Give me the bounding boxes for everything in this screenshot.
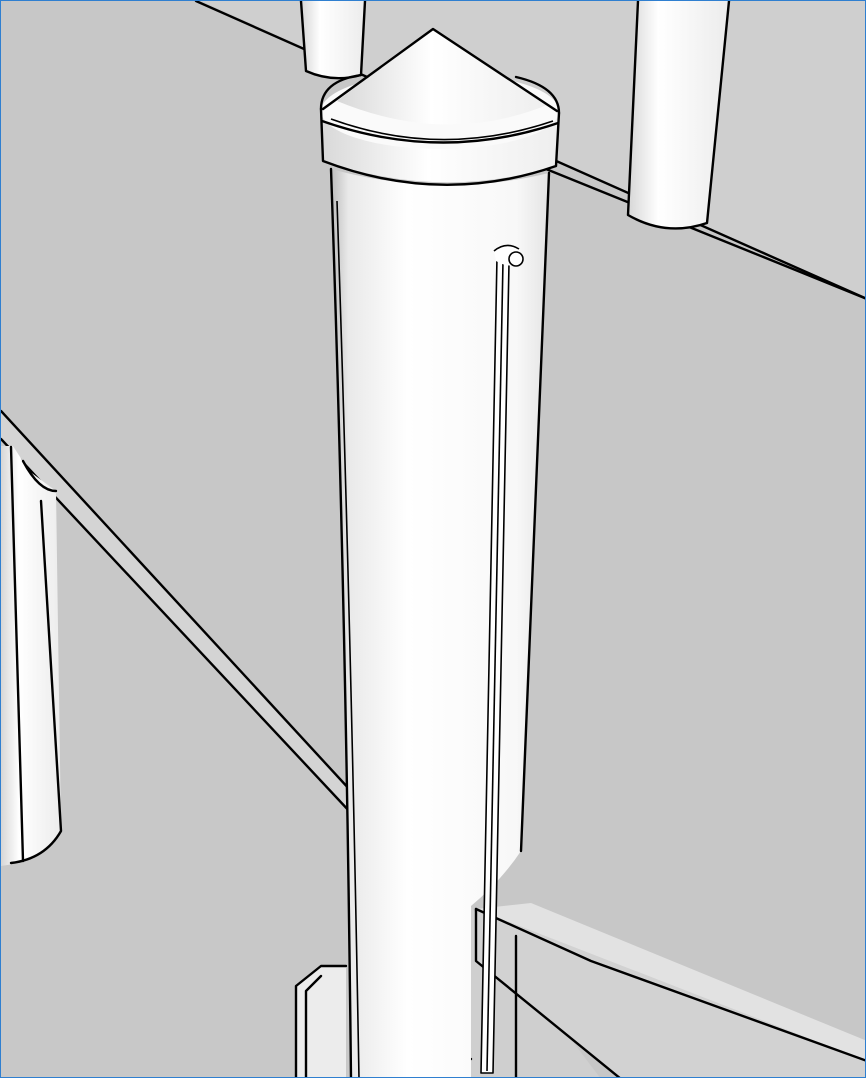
rod-knob — [493, 244, 524, 267]
floor-edge-back — [544, 167, 865, 300]
beam-left-top — [1, 411, 351, 813]
beam-right — [474, 903, 865, 1077]
floor-plane-lower-left — [1, 439, 351, 1077]
rod — [480, 256, 510, 1074]
right-pillar — [626, 1, 731, 230]
left-pillar — [1, 445, 63, 866]
cone-cap — [321, 27, 559, 141]
background-pillar — [299, 1, 367, 80]
beam-left-edge-2 — [1, 437, 353, 815]
beam-left-edge-1 — [1, 409, 353, 793]
